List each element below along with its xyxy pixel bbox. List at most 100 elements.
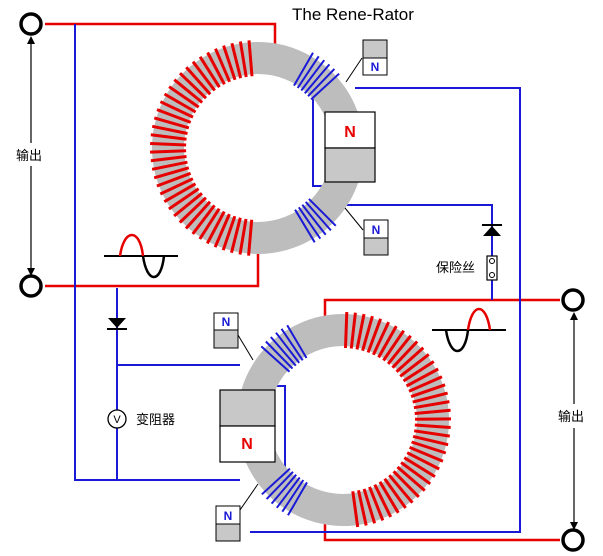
winding-turn bbox=[184, 200, 212, 230]
winding-turn bbox=[150, 149, 187, 154]
magnet-large-top-label: N bbox=[344, 124, 356, 141]
winding-turn bbox=[304, 63, 331, 94]
winding-turn bbox=[408, 375, 443, 393]
blue-wires bbox=[74, 24, 521, 533]
winding-turn bbox=[412, 391, 448, 404]
winding-turn bbox=[293, 52, 314, 87]
winding-turn bbox=[198, 207, 221, 240]
winding-turn bbox=[310, 72, 340, 101]
winding-turn bbox=[150, 133, 187, 141]
sine-wave-top bbox=[104, 234, 178, 278]
terminal-mid-left bbox=[19, 274, 43, 298]
winding-turn bbox=[368, 486, 385, 521]
winding-turn bbox=[205, 210, 226, 245]
winding-turn bbox=[270, 474, 297, 505]
winding-turn bbox=[191, 60, 216, 92]
toroid-top-red-winding bbox=[150, 40, 254, 256]
winding-turn bbox=[153, 116, 190, 130]
output-left-label: 输出 bbox=[16, 148, 42, 163]
svg-text:N: N bbox=[371, 60, 380, 74]
terminal-mid-right bbox=[561, 288, 585, 312]
winding-turn bbox=[391, 340, 419, 369]
winding-turn bbox=[163, 92, 197, 114]
winding-turn bbox=[366, 318, 383, 354]
winding-turn bbox=[168, 187, 200, 211]
winding-turn bbox=[286, 324, 308, 359]
winding-turn bbox=[413, 429, 451, 438]
winding-turn bbox=[276, 476, 301, 509]
magnet-large-bottom: N bbox=[219, 389, 276, 463]
winding-turn bbox=[206, 51, 226, 86]
wire-bottom-output bbox=[323, 298, 560, 318]
toroid-top bbox=[150, 40, 364, 256]
wire-top-return bbox=[45, 248, 260, 288]
winding-turn bbox=[151, 124, 188, 135]
winding-turn bbox=[151, 160, 188, 171]
winding-turn bbox=[402, 360, 435, 383]
winding-turn bbox=[153, 166, 190, 180]
winding-turn bbox=[308, 198, 337, 227]
winding-turn bbox=[280, 328, 304, 361]
toroid-bottom-blue-winding-upper bbox=[260, 324, 308, 373]
svg-text:N: N bbox=[222, 315, 231, 329]
wire-top-output bbox=[45, 22, 277, 52]
winding-turn bbox=[386, 334, 412, 365]
winding-turn bbox=[382, 329, 405, 362]
fuse bbox=[486, 255, 498, 281]
magnet-small-bottom-upper: N bbox=[213, 312, 254, 361]
winding-turn bbox=[270, 336, 297, 367]
winding-turn bbox=[168, 85, 200, 109]
winding-turn bbox=[388, 474, 414, 504]
winding-turn bbox=[351, 491, 360, 528]
wire-bottom-return bbox=[323, 520, 560, 542]
winding-turn bbox=[275, 332, 300, 364]
winding-turn bbox=[214, 48, 231, 83]
winding-turn bbox=[400, 461, 432, 486]
winding-turn bbox=[265, 340, 294, 370]
winding-turn bbox=[355, 313, 366, 350]
toroid-bottom bbox=[237, 312, 452, 528]
winding-turn bbox=[247, 219, 254, 256]
wire-left-bus bbox=[74, 24, 240, 481]
winding-turn bbox=[163, 182, 197, 204]
winding-turn bbox=[297, 206, 322, 240]
terminal-bottom-right bbox=[561, 528, 585, 552]
winding-turn bbox=[409, 446, 444, 463]
svg-text:N: N bbox=[372, 223, 381, 237]
winding-turn bbox=[357, 489, 368, 526]
winding-turn bbox=[412, 434, 449, 447]
winding-turn bbox=[159, 177, 194, 196]
winding-turn bbox=[173, 192, 203, 218]
toroid-bottom-blue-winding-lower bbox=[261, 467, 308, 516]
sine-wave-bottom bbox=[432, 308, 506, 352]
fuse-label: 保险丝 bbox=[436, 260, 475, 275]
diode-right bbox=[482, 224, 502, 236]
winding-turn bbox=[178, 72, 208, 100]
winding-turn bbox=[230, 217, 242, 254]
toroid-top-blue-winding-upper bbox=[293, 52, 340, 101]
winding-turn bbox=[410, 383, 446, 399]
winding-turn bbox=[296, 55, 320, 89]
output-arrow-right bbox=[570, 312, 578, 530]
winding-turn bbox=[159, 100, 194, 119]
winding-turn bbox=[362, 488, 377, 524]
winding-turn bbox=[156, 108, 192, 124]
winding-turn bbox=[392, 470, 420, 498]
diode-left bbox=[107, 318, 127, 330]
winding-turn bbox=[414, 408, 451, 415]
winding-turn bbox=[185, 66, 212, 96]
winding-turn bbox=[260, 345, 291, 373]
winding-turn bbox=[238, 218, 248, 255]
toroid-top-blue-winding-lower bbox=[294, 198, 337, 243]
winding-turn bbox=[156, 171, 192, 188]
winding-turn bbox=[221, 215, 237, 251]
winding-turn bbox=[173, 78, 204, 104]
magnet-small-bottom-lower: N bbox=[215, 483, 259, 542]
magnet-large-bottom-label: N bbox=[241, 436, 253, 453]
winding-turn bbox=[383, 477, 407, 509]
winding-turn bbox=[238, 41, 248, 78]
toroid-bottom-red-winding bbox=[344, 312, 452, 528]
winding-turn bbox=[247, 40, 254, 77]
winding-turn bbox=[395, 346, 425, 373]
winding-turn bbox=[406, 451, 440, 471]
